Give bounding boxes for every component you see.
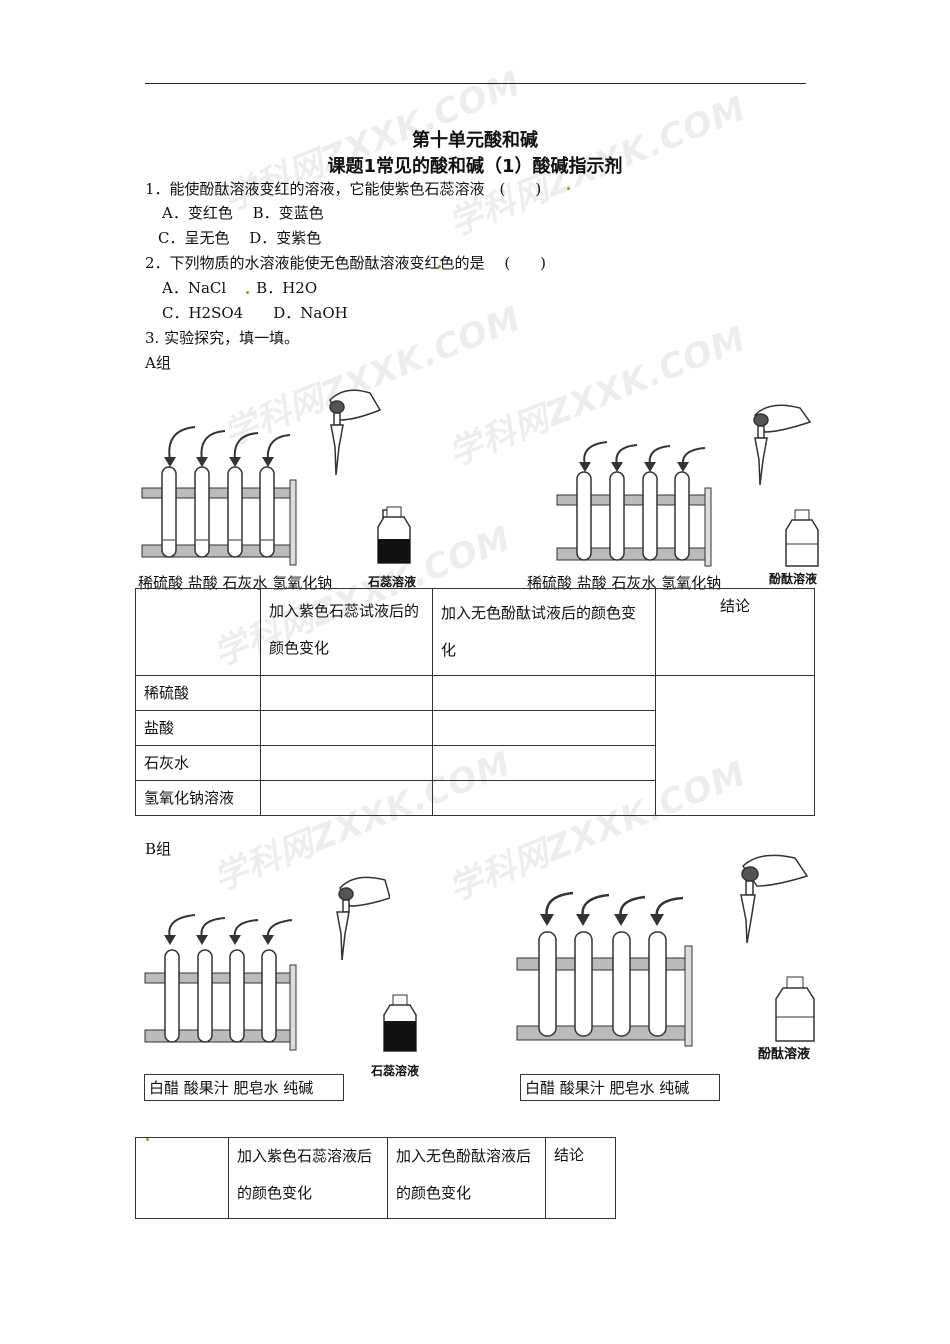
group-b-table: 加入紫色石蕊溶液后的颜色变化 加入无色酚酞溶液后的颜色变化 结论 [135,1137,616,1219]
answer-cell[interactable] [260,675,433,711]
table-row-label: 稀硫酸 [135,675,261,711]
group-a-right-tube-labels: 稀硫酸 盐酸 石灰水 氢氧化钠 [527,574,722,592]
table-header-cell: 加入紫色石蕊试液后的颜色变化 [260,588,433,676]
question-2-options-cd: C．H2SO4 D．NaOH [162,304,348,322]
table-header-cell: 加入紫色石蕊溶液后的颜色变化 [228,1137,388,1219]
question-1: 1．能使酚酞溶液变红的溶液，它能使紫色石蕊溶液 ( ) [145,180,542,198]
phenolphthalein-bottle-label: 酚酞溶液 [769,572,818,586]
litmus-bottle [377,506,411,564]
group-a-table: 加入紫色石蕊试液后的颜色变化 加入无色酚酞试液后的颜色变化 结论 稀硫酸 盐酸 … [135,588,815,816]
group-b-label: B组 [145,840,172,858]
question-1-options-ab: A．变红色 B．变蓝色 [162,204,324,222]
question-2-options-ab: A．NaCl B．H2O [162,279,318,297]
answer-cell[interactable] [432,780,656,816]
question-1-options-cd: C．呈无色 D．变紫色 [158,229,322,247]
phenolphthalein-bottle [785,509,819,567]
group-a-left-tube-labels: 稀硫酸 盐酸 石灰水 氢氧化钠 [138,574,333,592]
table-row-label: 氢氧化钠溶液 [135,780,261,816]
page-title: 第十单元酸和碱 [412,130,538,151]
test-tube-rack-illustration [556,404,812,567]
question-2: 2．下列物质的水溶液能使无色酚酞溶液变红色的是 ( ) [145,254,547,272]
group-b-right-tube-labels: 白醋 酸果汁 肥皂水 纯碱 [520,1074,720,1101]
table-header-cell: 加入无色酚酞溶液后的颜色变化 [387,1137,546,1219]
table-row-label: 石灰水 [135,745,261,781]
test-tube-rack-illustration [516,854,809,1047]
table-header-cell: 结论 [545,1137,616,1219]
table-header-cell [135,588,261,676]
litmus-bottle [383,994,417,1052]
speck [246,291,249,294]
answer-cell[interactable] [260,710,433,746]
page-subtitle: 课题1常见的酸和碱（1）酸碱指示剂 [327,156,623,177]
phenolphthalein-bottle [775,976,815,1042]
speck [438,265,441,268]
speck [567,187,570,190]
answer-cell[interactable] [260,780,433,816]
table-row-label: 盐酸 [135,710,261,746]
test-tube-rack-illustration [144,876,390,1051]
litmus-bottle-label: 石蕊溶液 [371,1064,420,1078]
conclusion-cell[interactable] [655,675,815,816]
litmus-bottle-label: 石蕊溶液 [368,575,417,589]
table-header-cell: 加入无色酚酞试液后的颜色变化 [432,588,656,676]
group-b-left-tube-labels: 白醋 酸果汁 肥皂水 纯碱 [144,1074,344,1101]
answer-cell[interactable] [432,745,656,781]
answer-cell[interactable] [432,675,656,711]
answer-cell[interactable] [260,745,433,781]
phenolphthalein-bottle-label: 酚酞溶液 [758,1047,811,1062]
test-tube-rack-illustration [141,389,390,566]
group-a-label: A组 [145,354,171,372]
table-header-cell: 结论 [655,588,815,676]
header-rule [145,83,806,84]
question-3: 3. 实验探究，填一填。 [145,329,300,347]
table-header-cell [135,1137,229,1219]
answer-cell[interactable] [432,710,656,746]
